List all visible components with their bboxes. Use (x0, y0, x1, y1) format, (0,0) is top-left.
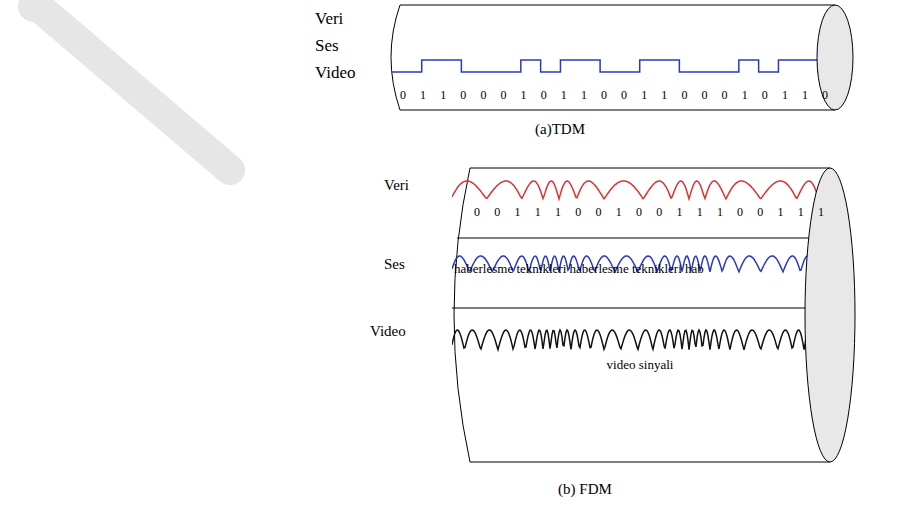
channel-label: Video (315, 64, 356, 83)
fdm-cylinder-area: 0 0 1 1 1 0 0 1 0 0 1 1 1 0 0 1 1 1 haber… (452, 168, 828, 462)
channel-label: Ses (384, 256, 405, 273)
bit-sequence: 0 1 1 0 0 0 1 0 1 1 0 0 1 1 0 0 0 1 0 1 … (400, 89, 828, 102)
tdm-cylinder-area: 0 1 1 0 0 0 1 0 1 1 0 0 1 1 0 0 0 1 0 1 … (400, 5, 830, 110)
signal-caption: video sinyali (607, 358, 674, 372)
watermark-stroke (40, 8, 230, 170)
figure-caption: (a)TDM (535, 121, 585, 138)
tdm-cylinder (391, 5, 835, 110)
fdm-cylinder (452, 168, 830, 462)
data-wave (452, 181, 828, 199)
fdm-band: 0 0 1 1 1 0 0 1 0 0 1 1 1 0 0 1 1 1 (452, 168, 828, 238)
channel-label: Veri (315, 10, 343, 29)
watermark-dot (18, 0, 50, 22)
audio-text: haberlesme teknikleri haberlesme teknikl… (454, 262, 704, 276)
fdm-band: video sinyali (452, 308, 828, 462)
video-wave (452, 330, 828, 350)
bit-sequence: 0 0 1 1 1 0 0 1 0 0 1 1 1 0 0 1 1 1 (474, 206, 824, 219)
figure-caption: (b) FDM (558, 481, 612, 498)
square-wave (392, 60, 832, 72)
channel-label: Video (370, 323, 406, 340)
channel-label: Ses (315, 37, 339, 56)
fdm-band: haberlesme teknikleri haberlesme teknikl… (452, 238, 828, 308)
channel-label: Veri (384, 177, 409, 194)
